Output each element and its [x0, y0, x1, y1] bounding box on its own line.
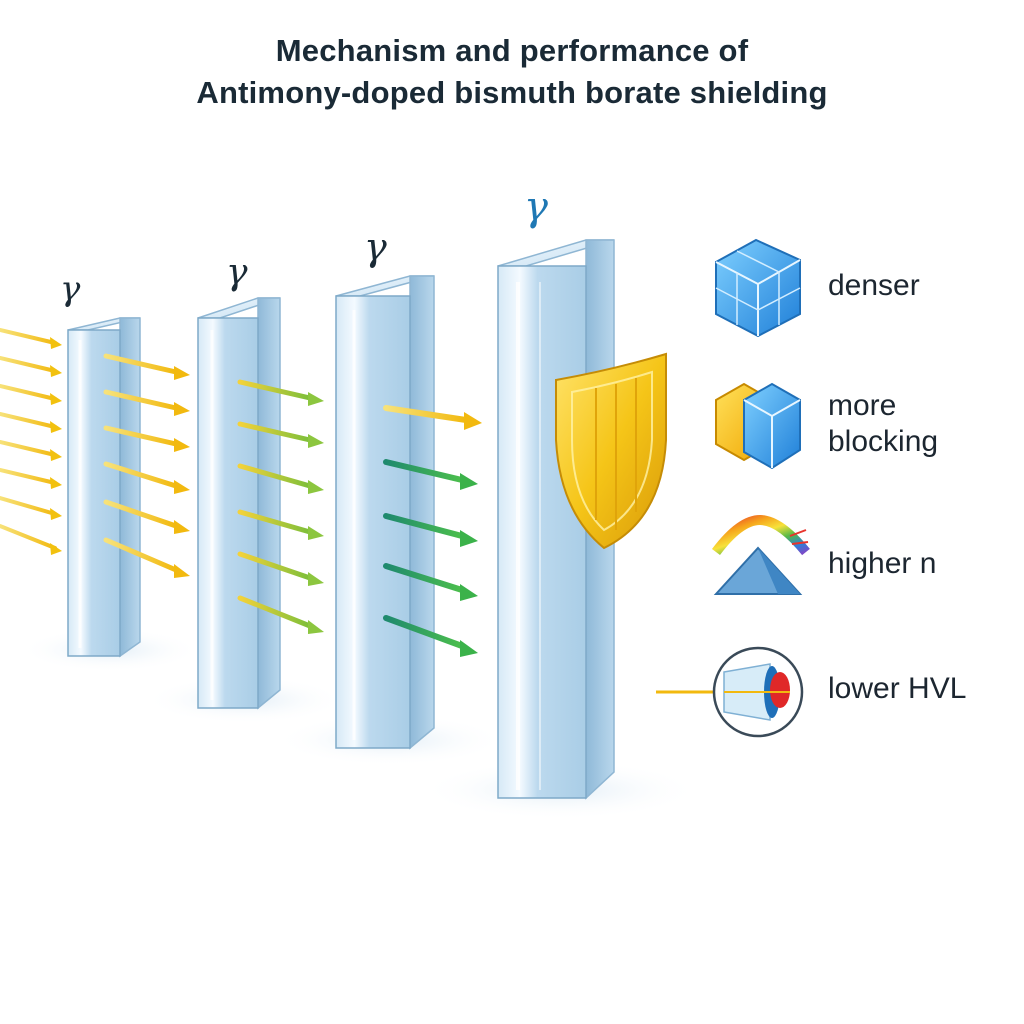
- glass-slab-2: [197, 297, 281, 710]
- diagram-title: Mechanism and performance of Antimony-do…: [0, 30, 1024, 114]
- legend-label-lower-hvl: lower HVL: [828, 672, 967, 705]
- legend-label-blocking: blocking: [828, 425, 939, 458]
- rays-stage-2: [237, 379, 324, 634]
- gamma-label-2: γ: [226, 252, 248, 293]
- legend-label-denser: denser: [828, 269, 920, 302]
- title-line-2: Antimony-doped bismuth borate shielding: [196, 75, 828, 110]
- incoming-rays: [0, 328, 62, 555]
- shield-icon: [555, 352, 667, 550]
- attenuation-lens-icon: [656, 646, 804, 738]
- gamma-labels: γ γ γ γ: [60, 184, 548, 309]
- legend-label-more-blocking: more blocking: [828, 388, 938, 460]
- legend-label-higher-n: higher n: [828, 547, 937, 580]
- gamma-label-3: γ: [364, 225, 387, 269]
- rays-stage-3: [383, 405, 482, 657]
- gamma-label-1: γ: [60, 269, 81, 309]
- rays-stage-1: [103, 353, 190, 578]
- title-line-1: Mechanism and performance of: [275, 33, 749, 68]
- gamma-label-4: γ: [524, 184, 548, 230]
- prism-rainbow-icon: [712, 514, 810, 595]
- dense-cube-icon: [715, 238, 801, 338]
- glass-slab-3: [335, 275, 435, 750]
- glass-slab-1: [67, 317, 141, 658]
- legend-label-more: more: [828, 389, 897, 422]
- blocking-cube-icon: [715, 382, 801, 470]
